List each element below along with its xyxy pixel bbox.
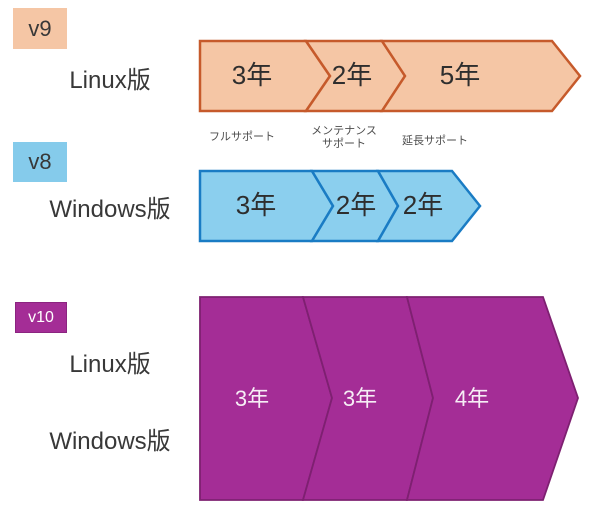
v8-segment-3-label: 2年	[403, 190, 443, 220]
platform-label-v10-linux: Linux版	[69, 351, 151, 378]
v8-segment-1-label: 3年	[236, 190, 276, 220]
v10-timeline-arrow: 3年 3年 4年	[199, 296, 579, 501]
v8-timeline-arrow: 3年 2年 2年	[198, 169, 482, 243]
v8-segment-2-label: 2年	[336, 190, 376, 220]
v9-segment-1-label: 3年	[232, 60, 272, 90]
version-badge-v9: v9	[13, 8, 67, 49]
v10-segment-3-label: 4年	[455, 386, 489, 411]
support-type-label-maintenance-line1: メンテナンス	[311, 125, 377, 137]
support-type-label-extended: 延長サポート	[390, 135, 480, 148]
v10-segment-2-label: 3年	[343, 386, 377, 411]
platform-label-v8-windows: Windows版	[49, 196, 171, 223]
support-type-label-full: フルサポート	[197, 131, 287, 144]
v9-segment-3-shape	[379, 39, 582, 113]
support-type-label-extended-line1: 延長サポート	[402, 135, 468, 147]
platform-label-v9-linux: Linux版	[69, 67, 151, 94]
v10-segment-1-label: 3年	[235, 386, 269, 411]
v9-segment-2-label: 2年	[332, 60, 372, 90]
v9-segment-3-label: 5年	[440, 60, 480, 90]
v8-segment-3-shape	[375, 169, 482, 243]
support-type-label-maintenance: メンテナンス サポート	[299, 125, 389, 151]
support-type-label-full-line1: フルサポート	[209, 131, 275, 143]
platform-label-v10-windows: Windows版	[49, 428, 171, 455]
support-type-label-maintenance-line2: サポート	[322, 138, 366, 150]
version-badge-v8: v8	[13, 142, 67, 182]
v10-segment-3-shape	[405, 296, 579, 501]
v9-timeline-arrow: 3年 2年 5年	[198, 39, 582, 113]
version-badge-v10: v10	[15, 302, 67, 333]
